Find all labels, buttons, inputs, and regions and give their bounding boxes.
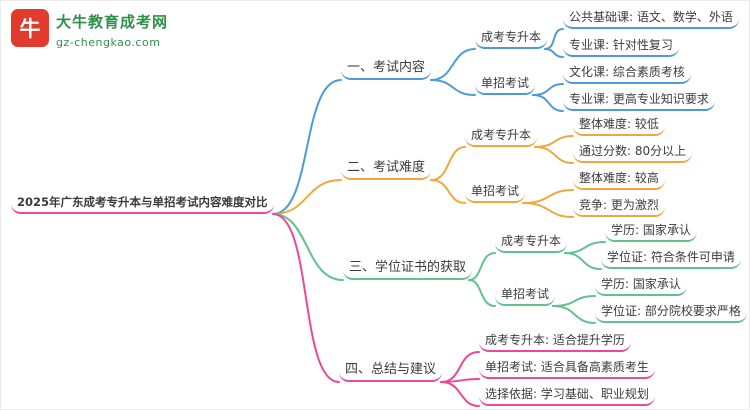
connector-line: [534, 146, 574, 164]
leaf-topic: 竞争: 更为激烈: [573, 197, 665, 217]
bull-icon: 牛: [11, 9, 49, 47]
subtopic: 单招考试: [475, 75, 536, 95]
subtopic: 成考专升本: [465, 127, 538, 147]
connector-line: [430, 146, 466, 181]
connector-line: [430, 79, 476, 96]
leaf-topic: 学位证: 符合条件可申请: [601, 249, 741, 269]
leaf-topic: 专业课: 针对性复习: [563, 37, 679, 57]
leaf-topic: 整体难度: 较高: [573, 170, 665, 190]
connector-line: [532, 83, 564, 96]
connector-line: [430, 179, 466, 204]
connector-line: [522, 202, 574, 218]
connector-line: [272, 213, 344, 281]
connector-line: [468, 279, 496, 307]
connector-line: [468, 252, 496, 281]
leaf-topic: 学历: 国家承认: [595, 276, 687, 296]
site-url: gz-chengkao.com: [56, 36, 161, 49]
leaf-topic: 学历: 国家承认: [605, 222, 697, 242]
branch-exam-difficulty: 二、考试难度: [341, 159, 432, 180]
leaf-topic: 成考专升本: 适合提升学历: [479, 332, 631, 352]
connector-line: [564, 241, 606, 254]
leaf-topic: 学位证: 部分院校要求严格: [595, 303, 747, 323]
leaf-topic: 公共基础课: 语文、数学、外语: [563, 9, 739, 29]
site-logo: 牛 大牛教育成考网 gz-chengkao.com: [11, 9, 168, 49]
subtopic: 成考专升本: [495, 233, 568, 253]
subtopic: 单招考试: [465, 183, 526, 203]
leaf-topic: 整体难度: 较低: [573, 116, 665, 136]
connector-line: [552, 295, 596, 307]
leaf-topic: 通过分数: 80分以上: [573, 143, 693, 163]
connector-line: [272, 179, 342, 215]
site-logo-text: 大牛教育成考网 gz-chengkao.com: [56, 9, 168, 49]
connector-line: [440, 378, 480, 383]
connector-line: [534, 135, 574, 148]
subtopic: 成考专升本: [475, 29, 548, 49]
connector-line: [532, 94, 564, 112]
connector-line: [440, 351, 480, 383]
connector-line: [544, 48, 564, 58]
subtopic: 单招考试: [495, 286, 556, 306]
leaf-topic: 选择依据: 学习基础、职业规划: [479, 386, 655, 406]
connector-line: [552, 305, 596, 324]
site-name: 大牛教育成考网: [56, 13, 169, 31]
branch-summary-advice: 四、总结与建议: [339, 361, 443, 382]
root-topic: 2025年广东成考专升本与单招考试内容难度对比: [11, 194, 274, 214]
leaf-topic: 文化课: 综合素质考核: [563, 64, 691, 84]
connector-line: [440, 381, 480, 407]
connector-line: [272, 79, 342, 215]
branch-exam-content: 一、考试内容: [341, 59, 432, 80]
leaf-topic: 单招考试: 适合具备高素质考生: [479, 359, 655, 379]
connector-line: [544, 28, 564, 50]
connector-line: [272, 213, 340, 383]
leaf-topic: 专业课: 更高专业知识要求: [563, 91, 715, 111]
connector-line: [522, 189, 574, 204]
connector-line: [430, 48, 476, 81]
branch-degree-certificate: 三、学位证书的获取: [343, 259, 473, 280]
connector-line: [564, 252, 602, 270]
